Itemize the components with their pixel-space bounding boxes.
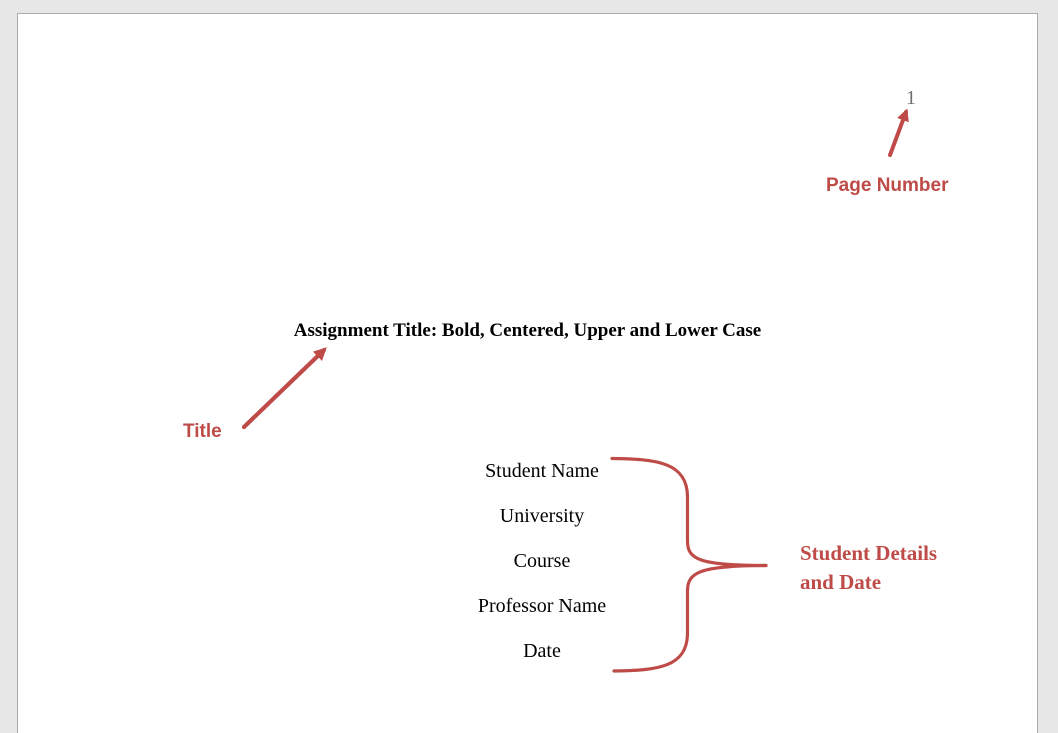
detail-university: University	[499, 505, 585, 527]
assignment-title: Assignment Title: Bold, Centered, Upper …	[293, 320, 762, 341]
title-label: Title	[183, 421, 222, 442]
detail-professor-name: Professor Name	[477, 595, 607, 617]
student-details-label-line2: and Date	[800, 570, 882, 594]
detail-date: Date	[523, 640, 561, 662]
detail-student-name: Student Name	[485, 460, 599, 482]
document-page: 1 Assignment Title: Bold, Centered, Uppe…	[17, 13, 1038, 733]
page-number-label: Page Number	[826, 175, 949, 196]
student-details-block: Student Name University Course Professor…	[410, 449, 674, 674]
student-details-label: Student Details and Date	[800, 539, 937, 597]
detail-course: Course	[513, 550, 571, 572]
student-details-label-line1: Student Details	[800, 541, 938, 565]
page-number: 1	[906, 87, 916, 109]
